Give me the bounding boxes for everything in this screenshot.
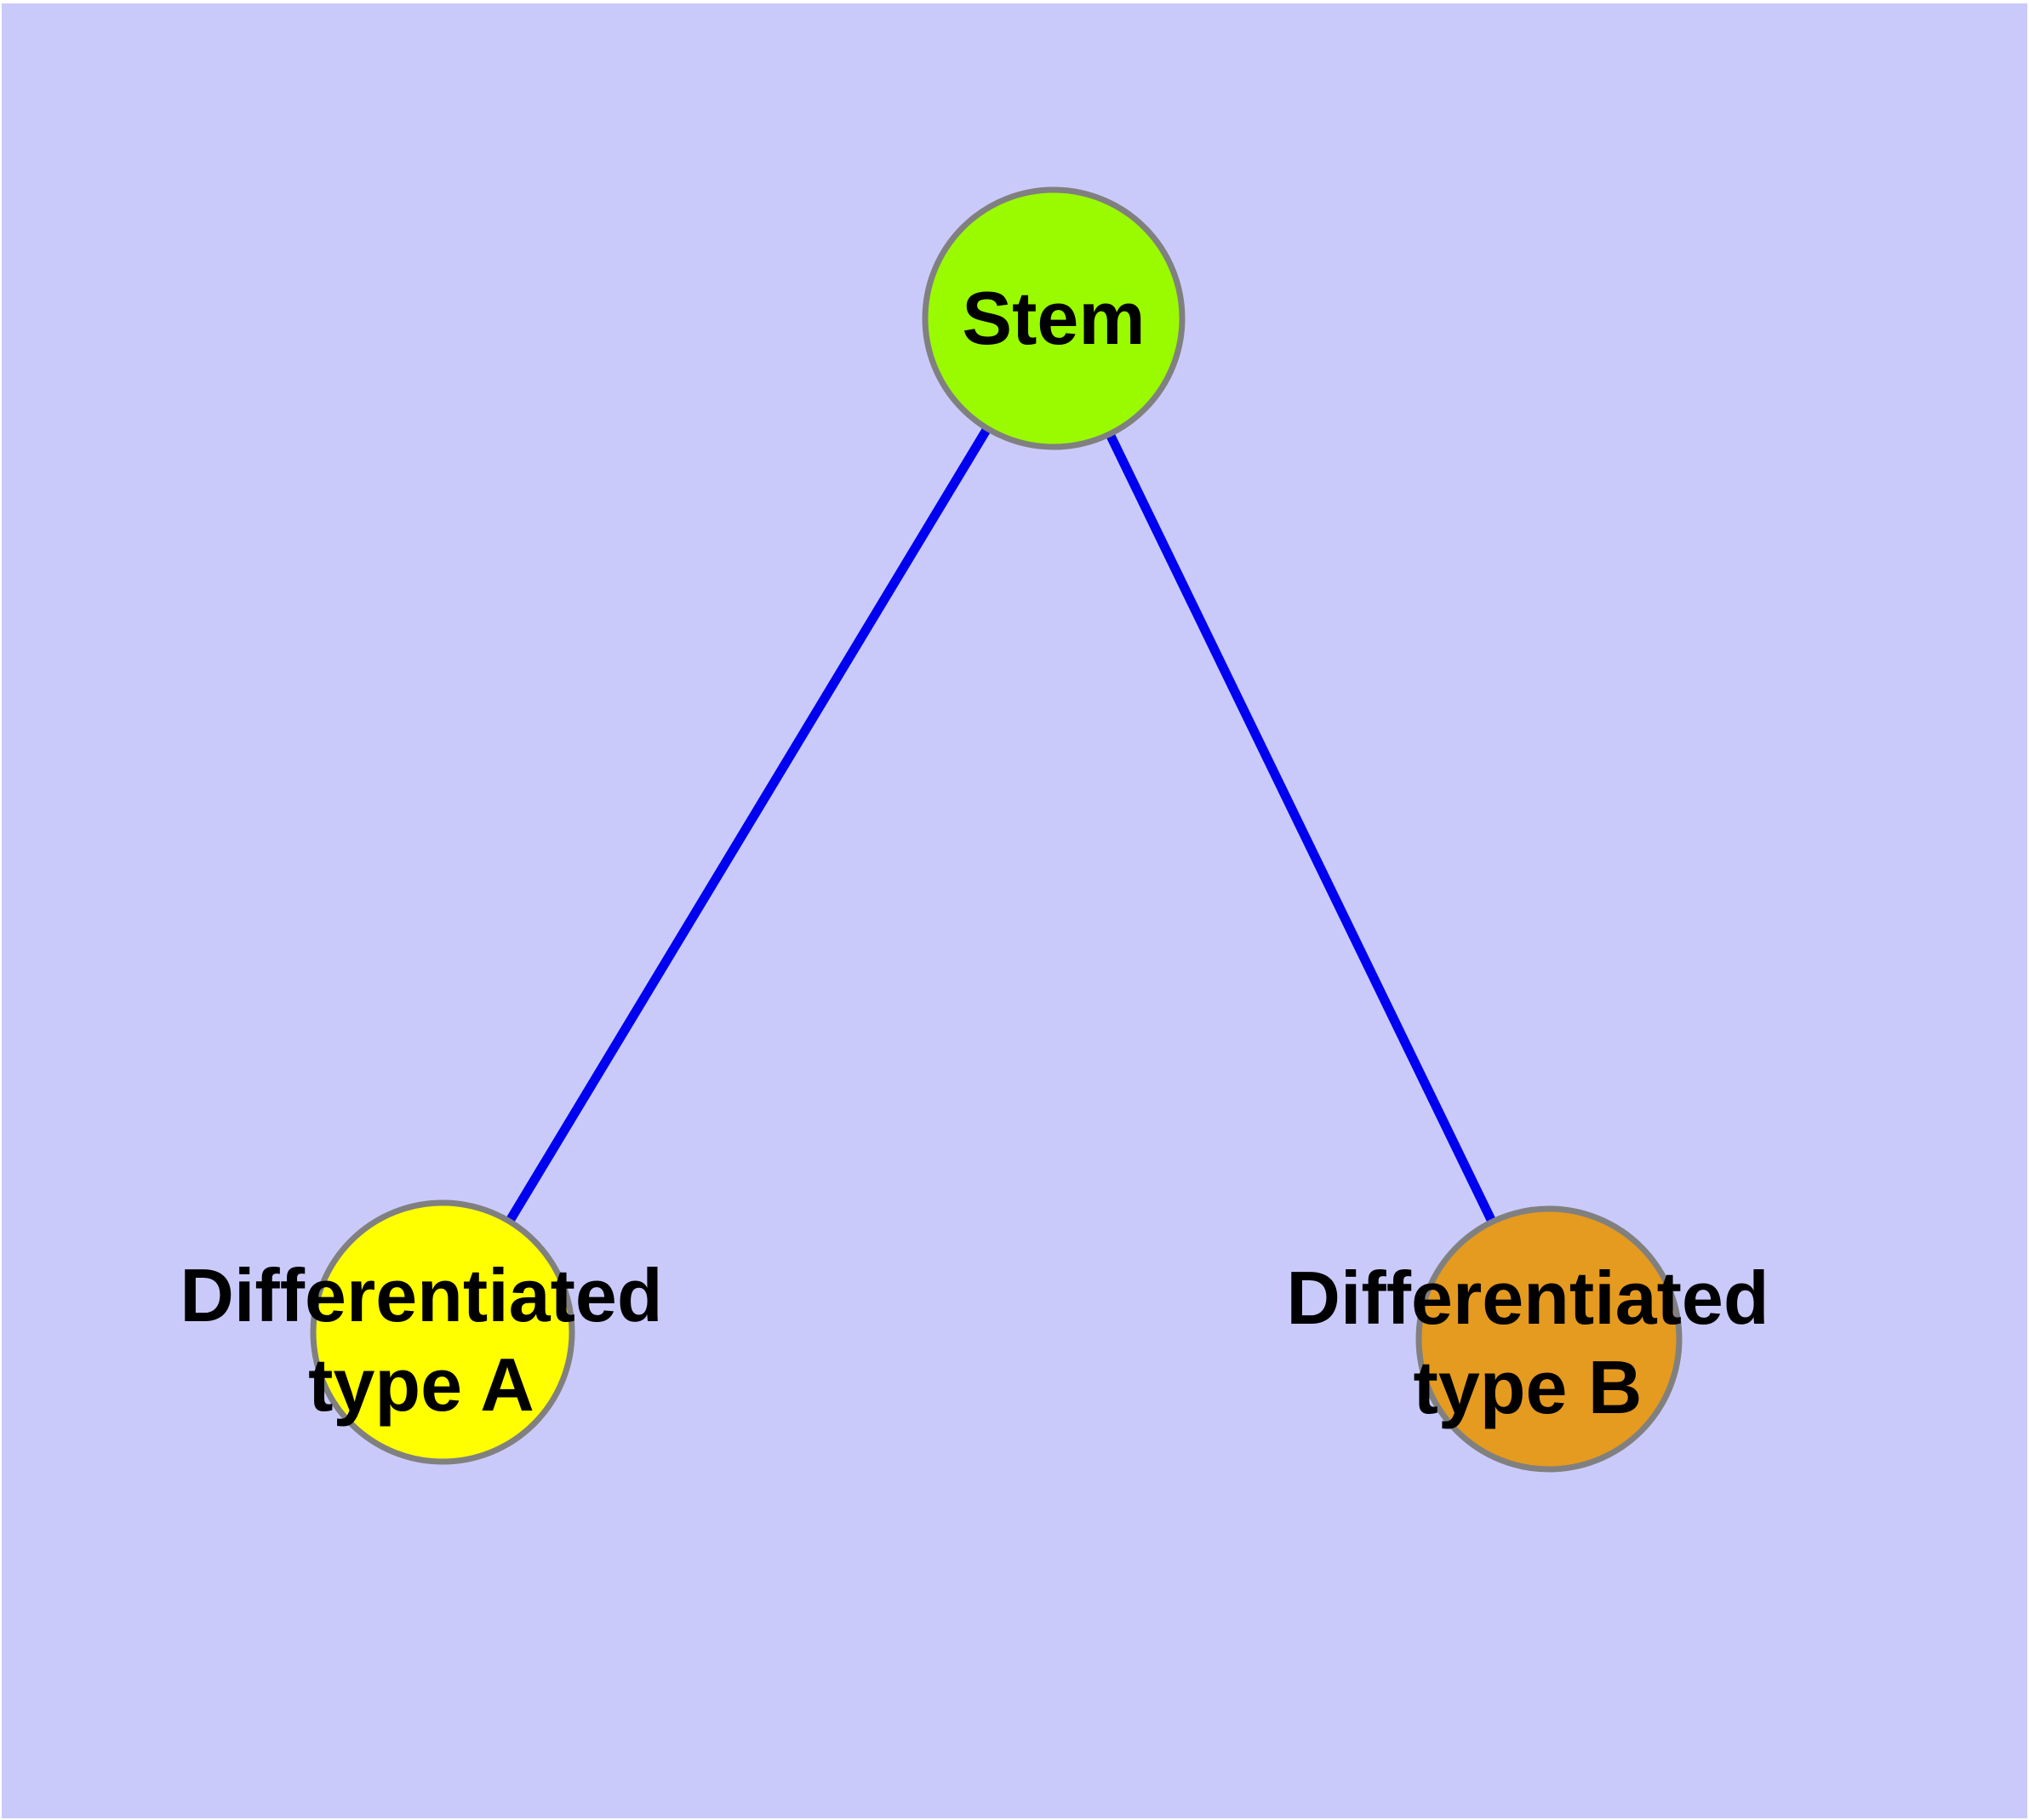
label-type-b-line1: Differentiated (1286, 1256, 1769, 1340)
node-differentiated-type-b (1415, 1205, 1683, 1473)
edge-stem-to-type-a (438, 316, 1058, 1335)
node-differentiated-type-a (310, 1199, 575, 1465)
edge-stem-to-type-b (1049, 316, 1553, 1342)
label-stem: Stem (962, 276, 1145, 360)
label-type-a-line1: Differentiated (180, 1253, 662, 1337)
label-type-b-line2: type B (1414, 1345, 1643, 1429)
node-stem (922, 186, 1186, 450)
label-type-a-line2: type A (308, 1342, 534, 1427)
